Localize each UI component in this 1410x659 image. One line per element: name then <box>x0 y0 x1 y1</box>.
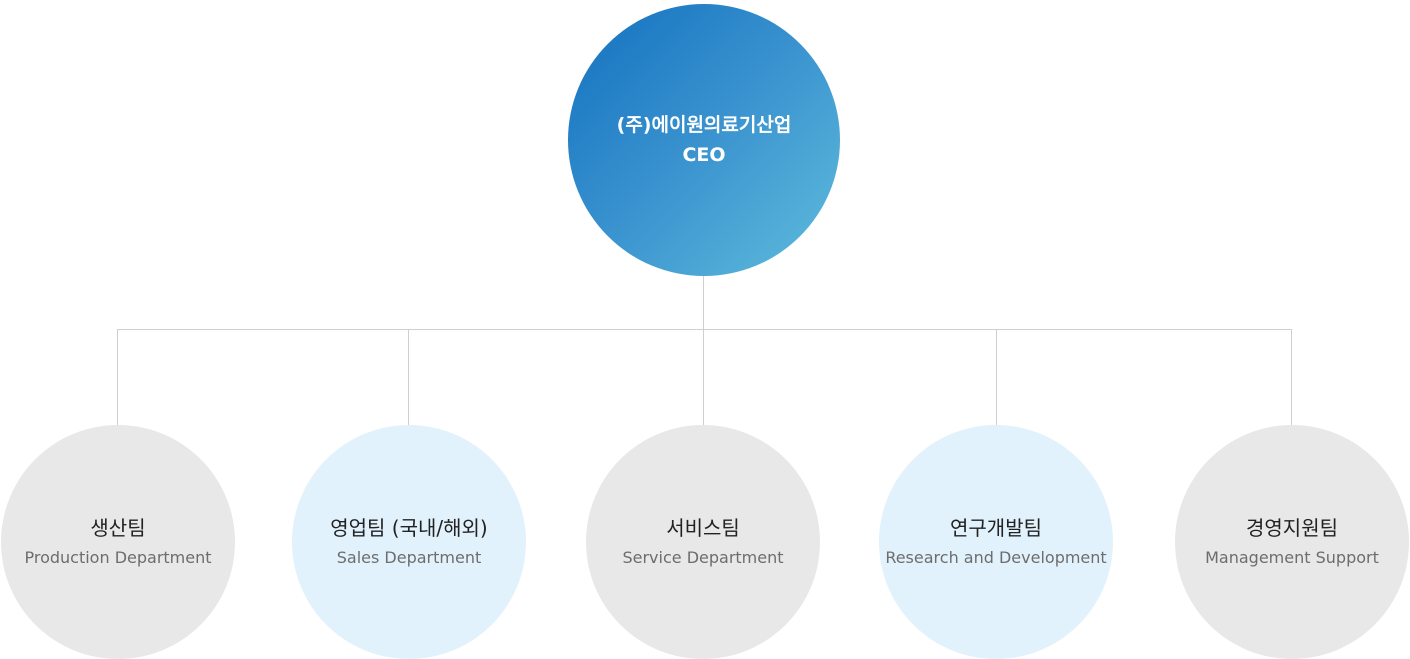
dept-node-management: 경영지원팀 Management Support <box>1175 425 1409 659</box>
dept-node-rnd: 연구개발팀 Research and Development <box>879 425 1113 659</box>
dept-name-en: Sales Department <box>336 548 482 567</box>
ceo-node: (주)에이원의료기산업 CEO <box>568 4 840 276</box>
connector-drop-service <box>703 329 704 425</box>
dept-name-en: Production Department <box>24 548 212 567</box>
dept-node-service: 서비스팀 Service Department <box>586 425 820 659</box>
ceo-company-name: (주)에이원의료기산업 <box>616 114 792 136</box>
dept-name-en: Management Support <box>1205 548 1379 567</box>
dept-name-kr: 서비스팀 <box>666 516 740 540</box>
dept-name-kr: 생산팀 <box>90 516 146 540</box>
connector-drop-sales <box>408 329 409 425</box>
connector-drop-production <box>117 329 118 425</box>
dept-name-en: Research and Development <box>885 548 1107 567</box>
dept-name-kr: 경영지원팀 <box>1246 516 1338 540</box>
dept-name-kr: 영업팀 (국내/해외) <box>330 516 488 540</box>
dept-name-kr: 연구개발팀 <box>950 516 1042 540</box>
connector-trunk <box>703 276 704 329</box>
dept-name-en: Service Department <box>622 548 784 567</box>
connector-horizontal <box>117 329 1292 330</box>
dept-node-production: 생산팀 Production Department <box>1 425 235 659</box>
dept-node-sales: 영업팀 (국내/해외) Sales Department <box>292 425 526 659</box>
connector-drop-rnd <box>996 329 997 425</box>
connector-drop-management <box>1291 329 1292 425</box>
ceo-role-label: CEO <box>682 144 726 166</box>
